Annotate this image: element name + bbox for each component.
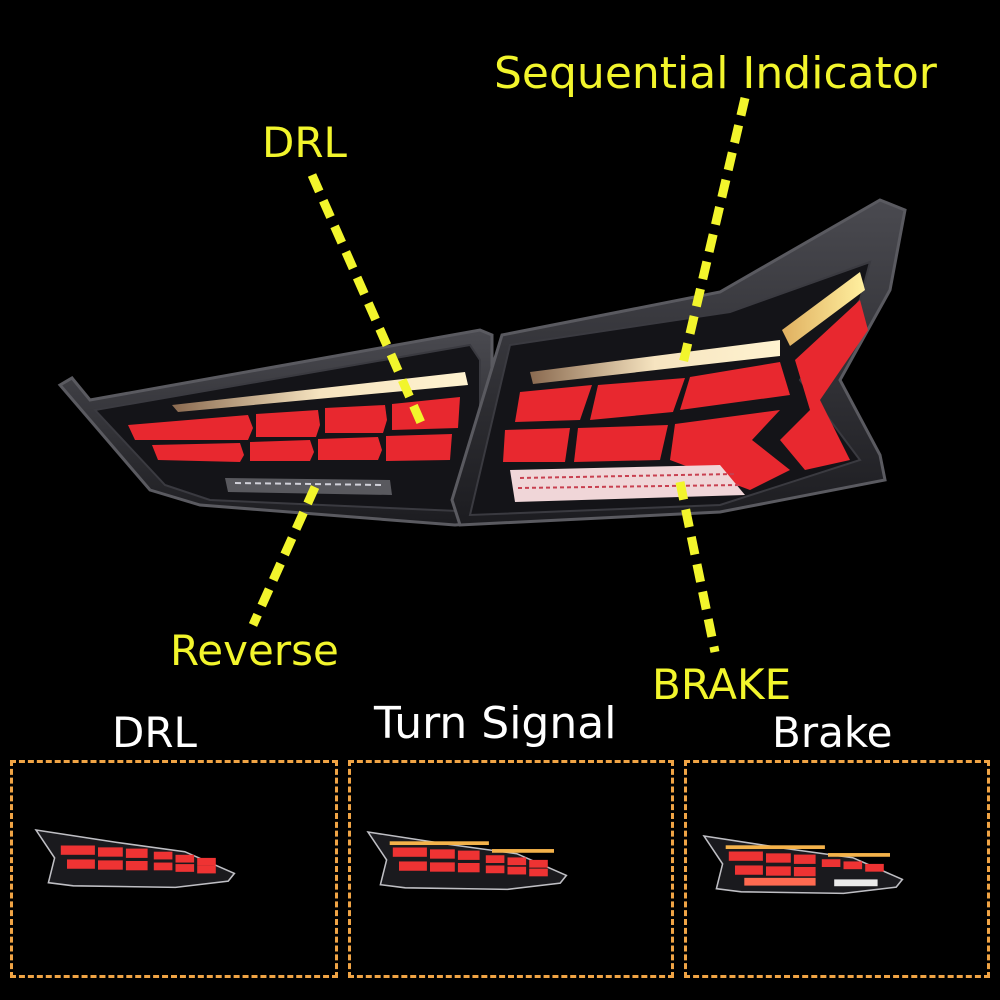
mode-caption-brake: Brake: [772, 708, 893, 757]
drl-strip-inner: [172, 372, 468, 412]
mode-thumbnail-turn-signal: [366, 830, 568, 891]
reverse-callout-line: [248, 485, 320, 627]
mode-caption-drl: DRL: [112, 708, 197, 757]
mode-panel-turn-signal: [348, 760, 674, 978]
callout-lines: [248, 96, 750, 653]
brake-callout-line: [675, 481, 720, 653]
inner-red-segments: [128, 397, 460, 462]
reverse-lamp: [225, 478, 392, 495]
mode-panel-brake: [684, 760, 990, 978]
outer-lamp: [450, 198, 907, 527]
reverse-label: Reverse: [170, 626, 339, 675]
brake-label: BRAKE: [652, 660, 792, 709]
mode-panel-drl: [10, 760, 338, 978]
sequential-strip: [530, 340, 780, 384]
sequential-indicator-label: Sequential Indicator: [494, 48, 937, 99]
drl-callout-line: [307, 173, 427, 427]
mode-caption-turn-signal: Turn Signal: [374, 698, 617, 749]
sequential-callout-line: [677, 96, 750, 370]
inner-lamp: [57, 328, 494, 527]
drl-label: DRL: [262, 118, 347, 167]
mode-thumbnail-drl: [34, 828, 236, 889]
mode-thumbnail-brake: [702, 834, 904, 895]
